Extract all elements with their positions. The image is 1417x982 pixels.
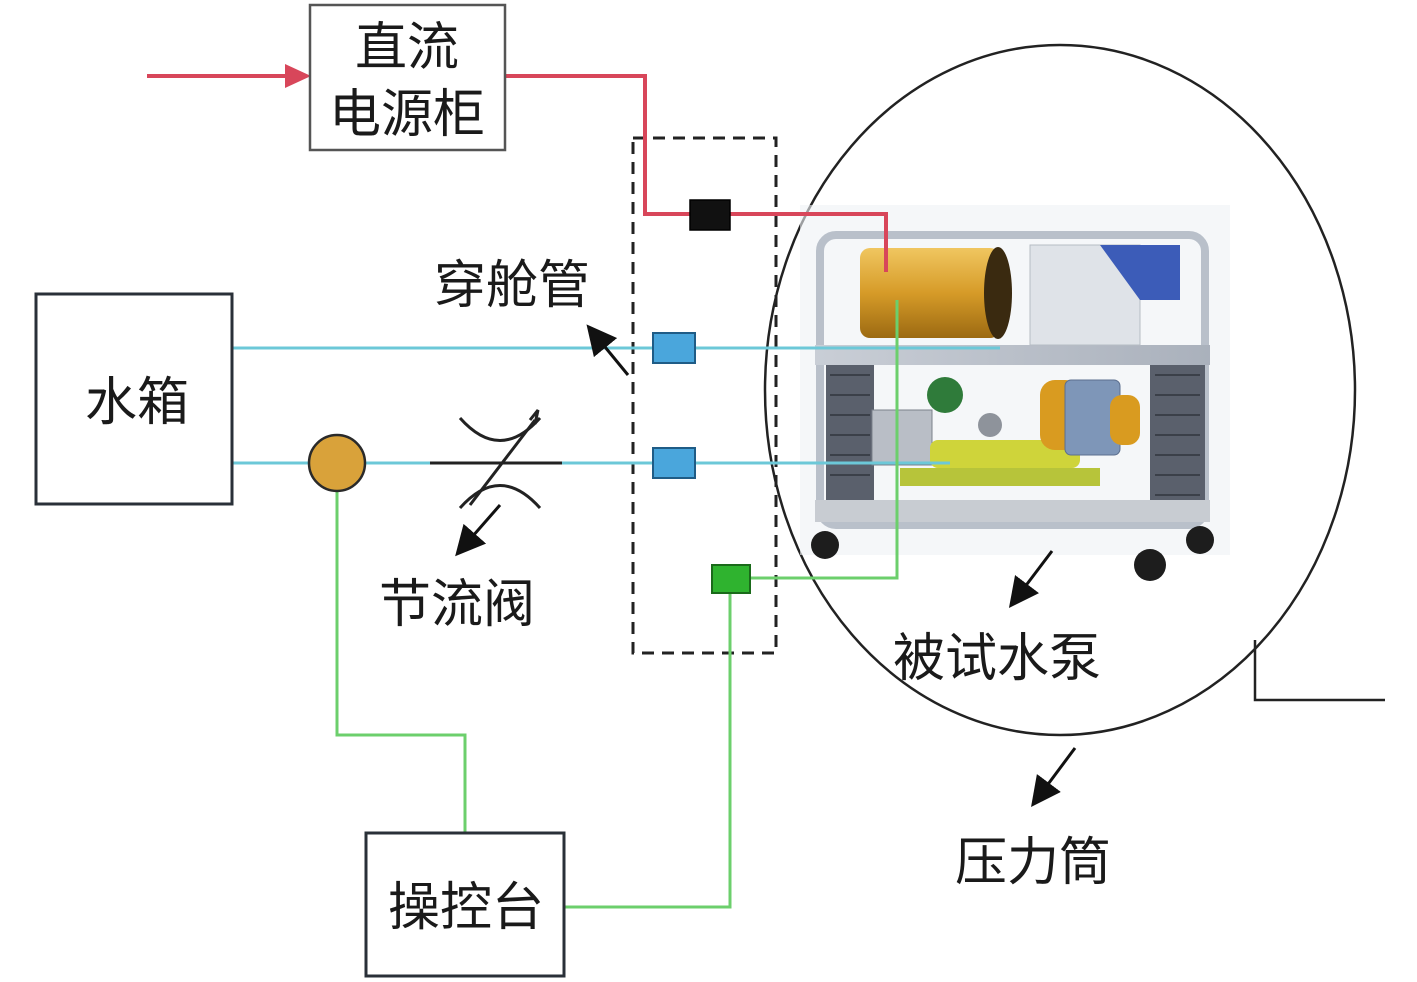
water-tank-box: [34, 292, 234, 506]
console-label: 操控台: [388, 878, 544, 938]
connector-water-lower: [652, 447, 696, 479]
dc-power-cabinet-box: [308, 3, 507, 152]
dc-power-cabinet-label-1: 直流: [355, 18, 459, 78]
pump-under-test-label: 被试水泵: [893, 629, 1101, 689]
connector-power: [689, 199, 731, 231]
throttle-valve-symbol: [458, 409, 542, 509]
penetration-label: 穿舱管: [434, 256, 590, 316]
pump-arrow: [1008, 550, 1054, 608]
control-lines: [335, 300, 899, 909]
connector-control: [711, 564, 751, 594]
power-input-arrowhead: [285, 64, 311, 88]
throttle-valve-arrow: [455, 504, 502, 557]
penetration-region: [631, 136, 778, 655]
console-box: [364, 831, 566, 978]
water-tank-label: 水箱: [85, 373, 189, 433]
pump-unit-illustration: [800, 205, 1230, 581]
pressure-vessel-label: 压力筒: [955, 833, 1111, 893]
throttle-valve-label: 节流阀: [379, 575, 535, 635]
dc-power-cabinet-label-2: 电源柜: [329, 85, 485, 145]
pressure-vessel: [763, 43, 1385, 737]
connector-water-upper: [652, 332, 696, 364]
penetration-arrow: [586, 324, 630, 376]
pressure-vessel-arrow: [1031, 747, 1077, 808]
power-line: [147, 74, 888, 272]
booster-pump-symbol: [307, 433, 367, 493]
